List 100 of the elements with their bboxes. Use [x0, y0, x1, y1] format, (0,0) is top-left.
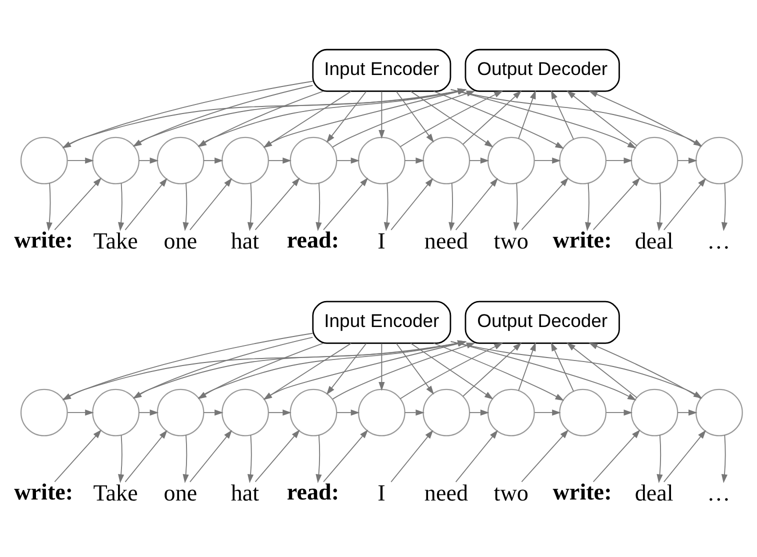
node-circle	[290, 388, 338, 436]
node-circle	[156, 388, 204, 436]
node-text: two	[494, 479, 528, 506]
node-circle	[559, 136, 606, 184]
node-text: deal	[634, 479, 674, 506]
arrow	[566, 342, 638, 398]
arrow	[336, 410, 360, 416]
node-text: write:	[14, 226, 74, 252]
arrow	[513, 182, 520, 232]
node-circle	[222, 388, 269, 436]
arrow	[396, 91, 434, 142]
arrow	[606, 410, 633, 416]
arrow	[67, 410, 94, 416]
arrow	[336, 158, 360, 164]
arrow	[462, 342, 522, 397]
node-text: write:	[14, 478, 74, 504]
arrow	[190, 430, 232, 482]
node-circle	[358, 388, 406, 436]
arrow	[677, 158, 698, 164]
node-text: …	[707, 479, 730, 506]
node-box: Input Encoder	[312, 300, 452, 344]
arrow	[203, 158, 224, 164]
arrow	[410, 90, 494, 148]
arrow	[518, 342, 536, 392]
arrow	[378, 91, 385, 139]
arrow	[182, 434, 189, 484]
node-circle	[358, 136, 406, 184]
arrow	[433, 90, 564, 149]
arrow	[390, 430, 434, 482]
node-text: write:	[552, 226, 612, 252]
arrow	[124, 178, 168, 230]
arrow	[316, 434, 322, 484]
node-circle	[422, 136, 470, 184]
arrow	[521, 430, 569, 482]
arrow	[521, 178, 569, 230]
arrow	[268, 410, 292, 416]
node-circle	[559, 388, 606, 436]
arrow	[203, 410, 224, 416]
arrow	[124, 430, 168, 482]
arrow	[404, 158, 424, 164]
arrow	[721, 434, 728, 484]
arrow	[663, 178, 706, 230]
arrow	[592, 178, 640, 230]
arrow	[54, 178, 102, 230]
arrow	[332, 90, 476, 148]
arrow	[138, 158, 159, 164]
arrow	[254, 430, 300, 482]
node-text: deal	[634, 227, 674, 254]
arrow	[378, 343, 385, 391]
node-text: read:	[286, 478, 340, 504]
arrow	[663, 430, 706, 482]
node-circle	[156, 136, 204, 184]
arrow	[566, 90, 638, 146]
arrow	[448, 182, 455, 232]
arrow	[326, 343, 367, 395]
node-circle	[20, 136, 68, 184]
arrow	[721, 182, 728, 232]
arrow	[384, 182, 390, 232]
node-text: write:	[552, 478, 612, 504]
node-circle	[92, 136, 140, 184]
arrow	[46, 182, 52, 232]
node-text: two	[494, 227, 528, 254]
arrow	[592, 430, 640, 482]
arrow	[469, 158, 490, 164]
arrow	[656, 434, 663, 484]
arrow	[390, 178, 434, 230]
node-text: read:	[286, 226, 340, 252]
arrow	[247, 434, 254, 484]
node-circle	[487, 136, 535, 184]
arrow	[606, 158, 633, 164]
arrow	[254, 178, 300, 230]
arrow	[332, 342, 476, 400]
arrow	[518, 90, 536, 140]
arrow	[534, 410, 561, 416]
arrow	[396, 343, 434, 394]
arrow	[268, 158, 292, 164]
node-text: I	[378, 227, 386, 254]
arrow	[138, 410, 159, 416]
node-circle	[487, 388, 535, 436]
node-box: Input Encoder	[312, 48, 452, 92]
node-circle	[696, 388, 743, 436]
arrow	[410, 342, 494, 400]
arrow	[534, 158, 561, 164]
node-text: one	[164, 227, 198, 254]
arrow	[400, 90, 503, 148]
node-circle	[696, 136, 743, 184]
arrow	[247, 182, 254, 232]
arrow	[118, 434, 124, 484]
node-text: need	[424, 227, 468, 254]
node-circle	[290, 136, 338, 184]
arrow	[550, 90, 574, 140]
arrow	[677, 410, 698, 416]
node-circle	[422, 388, 470, 436]
node-text: I	[378, 479, 386, 506]
arrow	[54, 430, 102, 482]
arrow	[656, 182, 663, 232]
node-box: Output Decoder	[464, 300, 620, 344]
arrow	[182, 182, 189, 232]
node-circle	[630, 388, 678, 436]
arrow	[400, 342, 503, 400]
